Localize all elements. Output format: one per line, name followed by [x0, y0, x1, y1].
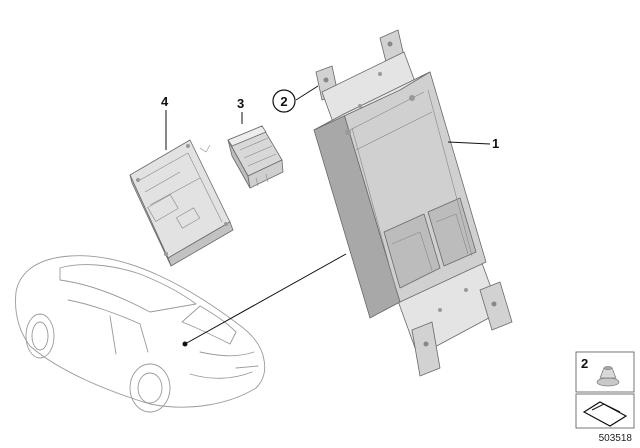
callout-3: 3	[237, 96, 244, 111]
callout-2-circle	[272, 89, 296, 113]
callout-4: 4	[161, 94, 169, 109]
part-3-connector-module[interactable]	[227, 125, 284, 189]
callout-2: 2	[280, 94, 287, 109]
bracket-symbol-icon	[582, 401, 628, 427]
legend-symbol-box	[575, 393, 635, 429]
nut-icon	[596, 366, 620, 387]
callout-1: 1	[492, 136, 499, 151]
part-1-main-control-unit[interactable]	[313, 29, 513, 377]
figure-number: 503518	[599, 433, 633, 444]
leader-lines	[165, 85, 491, 345]
part-4-control-module[interactable]	[129, 139, 234, 267]
legend-item-number: 2	[581, 356, 588, 371]
legend-item-2[interactable]: 2	[575, 351, 635, 393]
vehicle-location-outline	[15, 255, 266, 413]
